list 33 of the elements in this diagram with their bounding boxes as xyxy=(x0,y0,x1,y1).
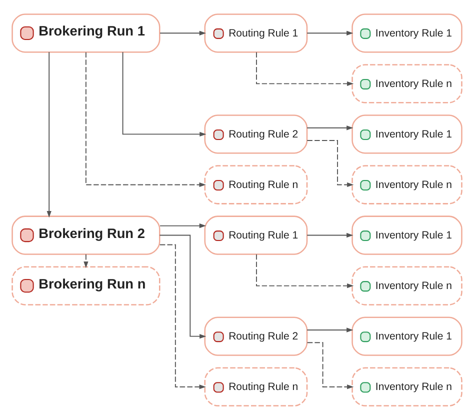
node-box: Inventory Rule 1 xyxy=(352,216,462,255)
node-box: Brokering Run 2 xyxy=(12,216,160,255)
node-box: Inventory Rule n xyxy=(352,165,462,204)
node-box: Routing Rule 1 xyxy=(204,14,308,53)
node-box: Inventory Rule n xyxy=(352,367,462,406)
arrow xyxy=(160,223,206,228)
arrow xyxy=(160,30,206,36)
arrow xyxy=(306,232,354,238)
node-box: Routing Rule 2 xyxy=(204,316,308,356)
node-box: Routing Rule n xyxy=(204,367,308,406)
node-box: Routing Rule 2 xyxy=(204,114,308,154)
node-box: Brokering Run n xyxy=(12,266,160,306)
node-box: Inventory Rule 1 xyxy=(352,316,462,356)
arrow xyxy=(306,30,354,36)
arrow xyxy=(122,52,206,137)
node-box: Inventory Rule 1 xyxy=(352,14,462,53)
arrow xyxy=(159,234,206,339)
node-box: Inventory Rule n xyxy=(352,64,462,104)
arrow xyxy=(159,244,206,390)
node-box: Brokering Run 1 xyxy=(12,14,160,53)
node-box: Inventory Rule n xyxy=(352,266,462,306)
arrow xyxy=(306,126,354,130)
node-box: Inventory Rule 1 xyxy=(352,114,462,154)
arrow xyxy=(306,342,354,390)
arrow xyxy=(84,254,88,268)
node-box: Routing Rule n xyxy=(204,165,308,204)
arrow xyxy=(306,140,354,188)
arrow xyxy=(85,52,206,188)
arrow xyxy=(256,254,354,288)
arrow xyxy=(256,52,354,86)
arrow xyxy=(306,328,354,332)
arrow xyxy=(46,52,52,218)
node-box: Routing Rule 1 xyxy=(204,216,308,255)
